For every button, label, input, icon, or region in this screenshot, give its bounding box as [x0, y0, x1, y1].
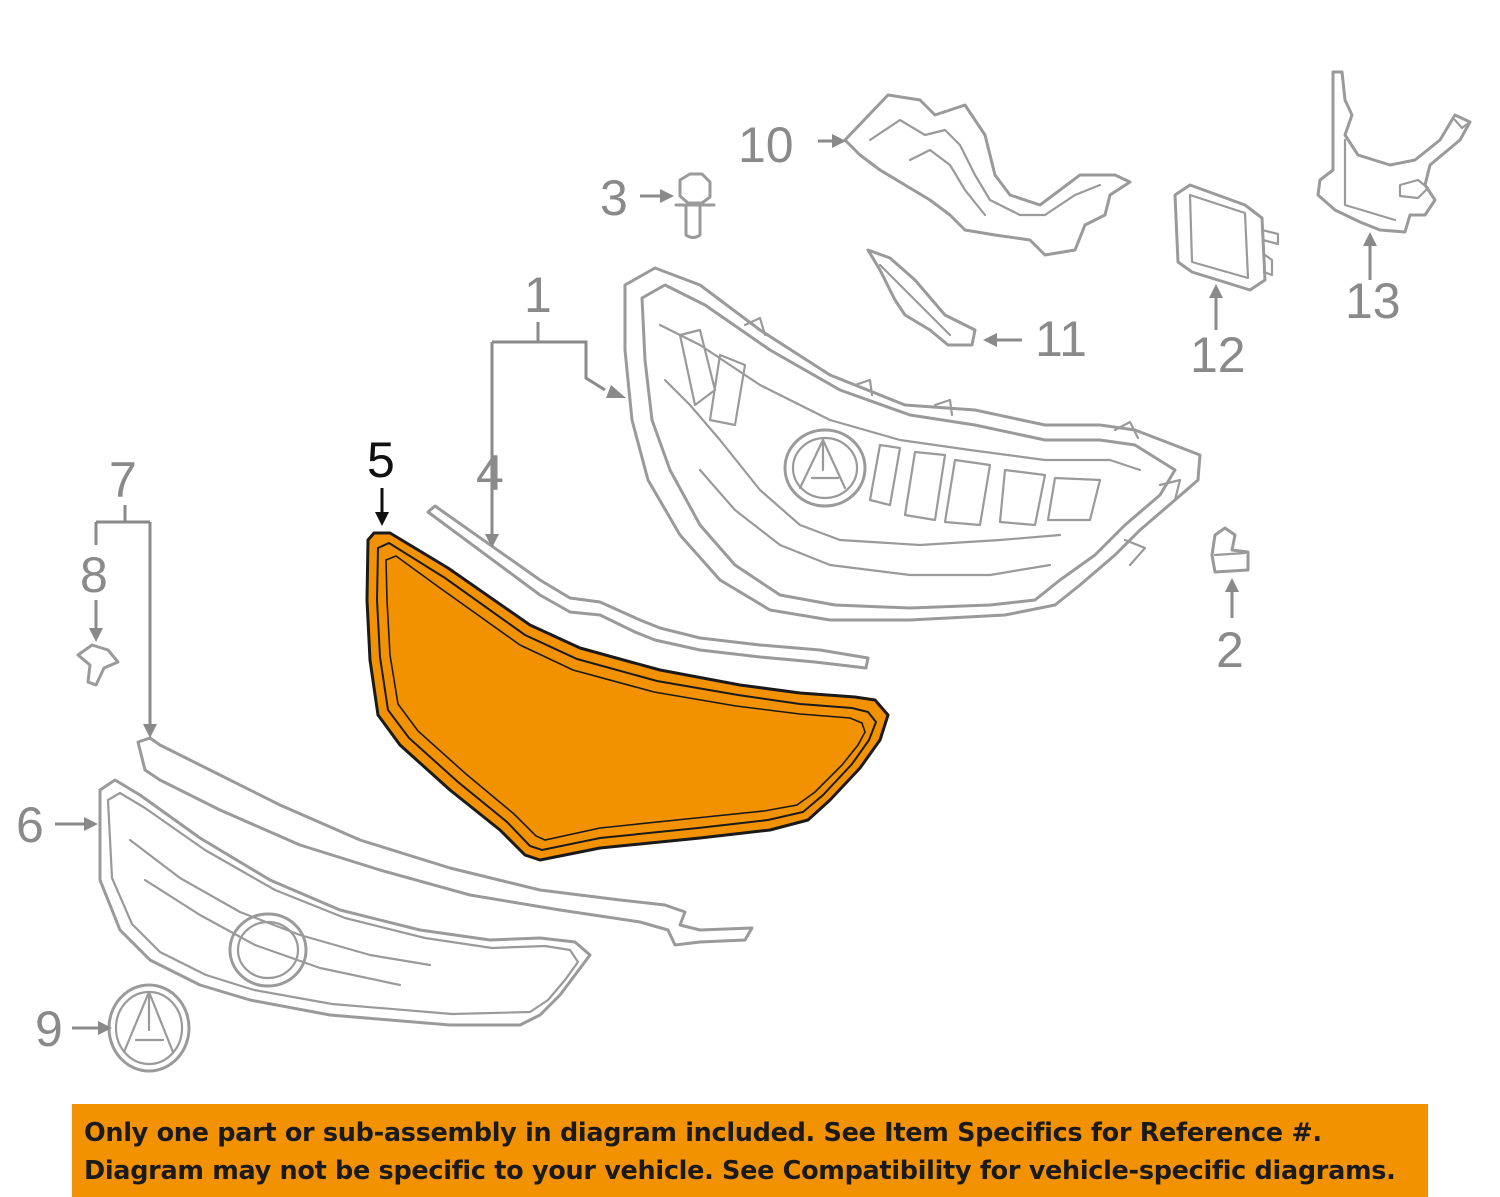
callout-12: 12 [1190, 327, 1246, 383]
part-4-upper-molding [426, 504, 870, 670]
leader-lines [55, 134, 1377, 1035]
callout-7: 7 [109, 452, 137, 508]
callout-1: 1 [524, 267, 552, 323]
disclaimer-line-1: Only one part or sub-assembly in diagram… [84, 1118, 1322, 1148]
disclaimer-line-2: Diagram may not be specific to your vehi… [84, 1156, 1396, 1186]
callout-9: 9 [35, 1001, 63, 1057]
part-3-bolt [674, 172, 716, 239]
disclaimer-banner: Only one part or sub-assembly in diagram… [72, 1104, 1428, 1197]
part-1-grille-assembly [623, 266, 1202, 622]
callout-13: 13 [1345, 273, 1401, 329]
callout-5: 5 [367, 432, 395, 488]
callout-10: 10 [738, 117, 794, 173]
callout-6: 6 [16, 797, 44, 853]
part-8-clip [76, 643, 120, 687]
part-6-lower-grille [98, 736, 754, 1027]
callout-11: 11 [1035, 311, 1087, 367]
callout-3: 3 [600, 170, 628, 226]
part-12-module [1173, 183, 1280, 292]
part-5-grille-insert [365, 531, 890, 862]
callout-4: 4 [476, 445, 504, 501]
part-11-small-bracket [866, 248, 977, 347]
callout-2: 2 [1216, 622, 1244, 678]
part-2-clip [1210, 526, 1250, 574]
part-10-upper-bracket [843, 93, 1132, 257]
callout-8: 8 [80, 547, 108, 603]
part-13-mounting-bracket [1316, 70, 1472, 234]
part-9-emblem [107, 983, 191, 1073]
